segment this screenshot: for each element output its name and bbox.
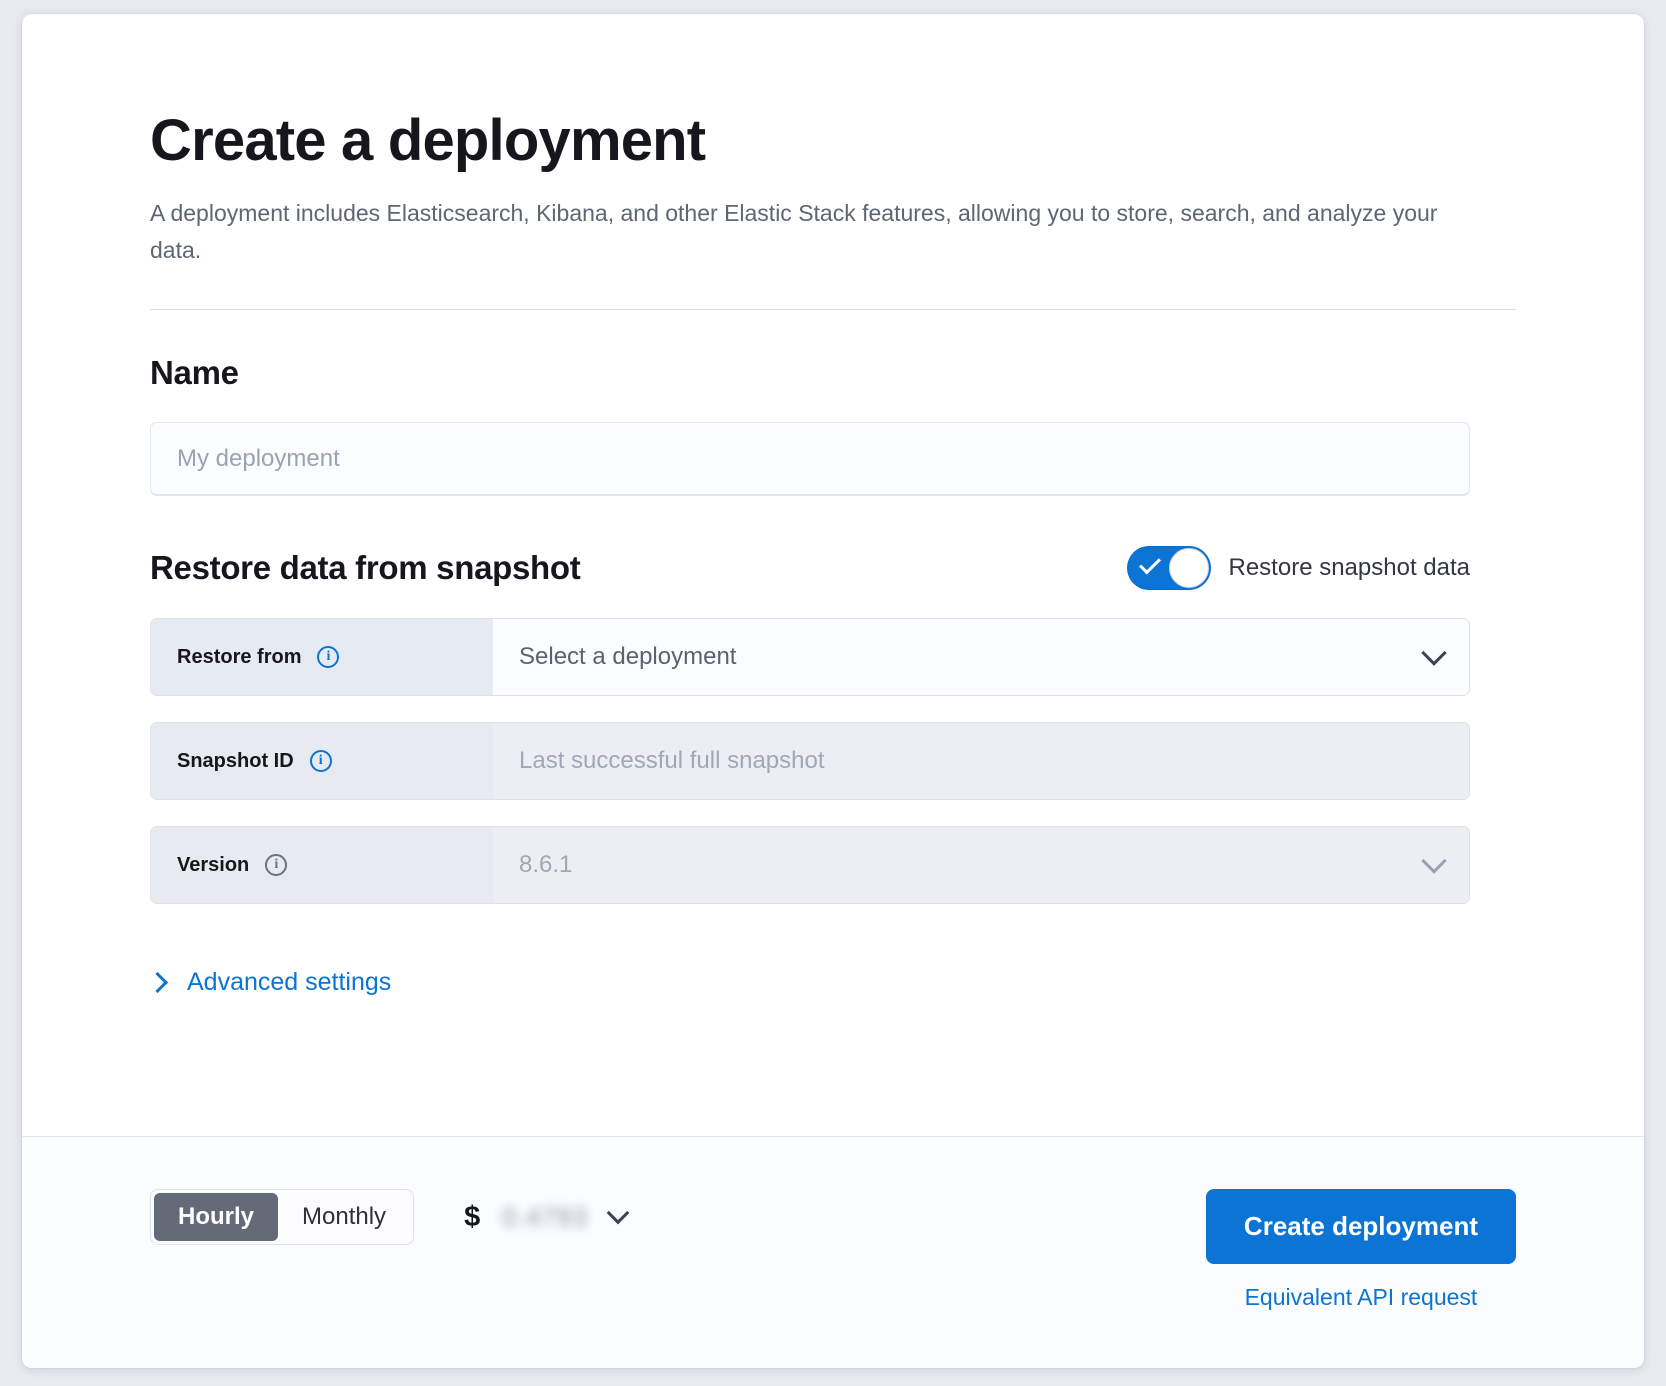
footer-right-group: Create deployment Equivalent API request xyxy=(1205,1189,1516,1311)
restore-from-select[interactable]: Select a deployment xyxy=(493,619,1469,696)
billing-option-hourly[interactable]: Hourly xyxy=(154,1193,279,1241)
snapshot-section-header: Restore data from snapshot Restore snaps… xyxy=(150,546,1471,591)
equivalent-api-request-link[interactable]: Equivalent API request xyxy=(1244,1284,1478,1310)
footer-bar: Hourly Monthly $ 0.4793 Create deploymen… xyxy=(22,1136,1644,1368)
version-value: 8.6.1 xyxy=(519,851,573,879)
footer-left-group: Hourly Monthly $ 0.4793 xyxy=(150,1189,630,1245)
snapshot-id-value: Last successful full snapshot xyxy=(519,747,825,775)
billing-period-segmented-control[interactable]: Hourly Monthly xyxy=(150,1189,415,1245)
chevron-down-icon xyxy=(1421,848,1447,874)
price-display[interactable]: $ 0.4793 xyxy=(464,1200,630,1234)
version-label-cell: Version i xyxy=(151,827,493,904)
page-subtitle: A deployment includes Elasticsearch, Kib… xyxy=(150,199,1438,263)
snapshot-id-label: Snapshot ID xyxy=(177,749,294,772)
snapshot-id-input[interactable]: Last successful full snapshot xyxy=(493,723,1469,800)
chevron-down-icon xyxy=(1421,640,1447,666)
info-icon[interactable]: i xyxy=(309,750,332,773)
info-icon[interactable]: i xyxy=(317,646,340,669)
version-select[interactable]: 8.6.1 xyxy=(493,827,1469,904)
billing-option-monthly[interactable]: Monthly xyxy=(302,1203,387,1230)
advanced-settings-label: Advanced settings xyxy=(187,968,392,997)
table-row[interactable]: Version i 8.6.1 xyxy=(150,826,1470,905)
chevron-right-icon xyxy=(146,972,169,994)
toggle-knob xyxy=(1168,548,1209,589)
restore-snapshot-toggle-label: Restore snapshot data xyxy=(1228,554,1471,582)
restore-from-value: Select a deployment xyxy=(519,643,737,671)
snapshot-section-heading: Restore data from snapshot xyxy=(150,549,581,587)
deployment-name-input[interactable]: My deployment xyxy=(150,422,1470,497)
create-deployment-button[interactable]: Create deployment xyxy=(1205,1189,1516,1264)
snapshot-id-label-cell: Snapshot ID i xyxy=(151,723,493,800)
check-icon xyxy=(1138,552,1161,575)
info-icon[interactable]: i xyxy=(265,854,288,877)
advanced-settings-link[interactable]: Advanced settings xyxy=(146,968,392,997)
name-section-heading: Name xyxy=(150,354,239,392)
page-title: Create a deployment xyxy=(150,108,706,173)
price-currency-symbol: $ xyxy=(464,1200,481,1233)
version-label: Version xyxy=(177,853,250,876)
form-body: Create a deployment A deployment include… xyxy=(22,14,1644,1136)
header-divider xyxy=(150,309,1516,311)
deployment-name-placeholder: My deployment xyxy=(177,444,340,472)
table-row[interactable]: Snapshot ID i Last successful full snaps… xyxy=(150,722,1470,801)
table-row[interactable]: Restore from i Select a deployment xyxy=(150,618,1470,697)
restore-snapshot-toggle-group[interactable]: Restore snapshot data xyxy=(1126,546,1471,591)
price-amount: 0.4793 xyxy=(502,1201,588,1232)
restore-from-label-cell: Restore from i xyxy=(151,619,493,696)
chevron-down-icon[interactable] xyxy=(606,1201,630,1225)
create-deployment-card: Create a deployment A deployment include… xyxy=(22,14,1644,1368)
restore-from-label: Restore from xyxy=(177,645,302,668)
restore-snapshot-toggle[interactable] xyxy=(1126,546,1211,591)
